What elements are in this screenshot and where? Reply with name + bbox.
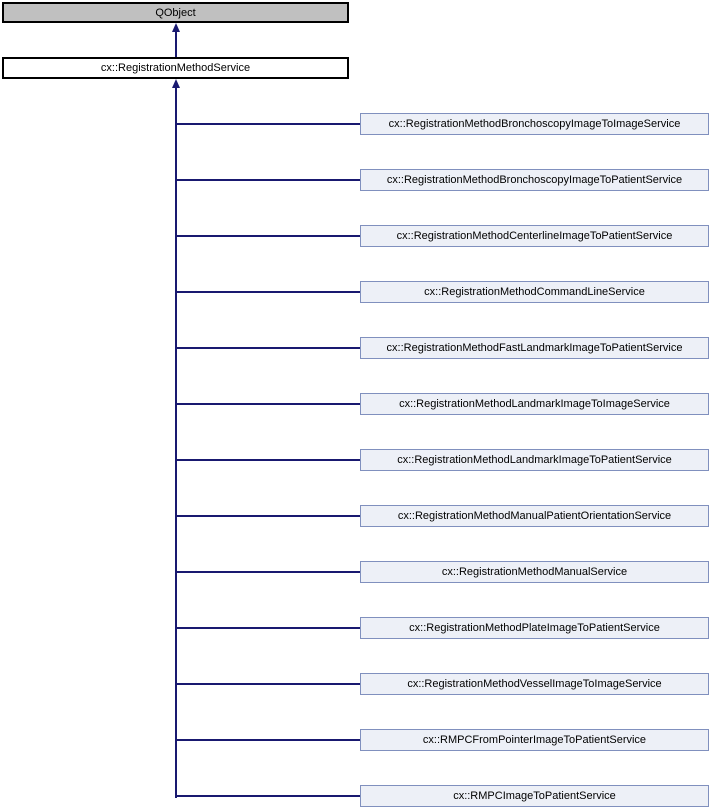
inheritance-edge-branch: [175, 347, 360, 349]
class-node[interactable]: cx::RMPCImageToPatientService: [360, 785, 709, 807]
class-node-label: cx::RegistrationMethodManualPatientOrien…: [397, 510, 672, 522]
class-node[interactable]: cx::RegistrationMethodCommandLineService: [360, 281, 709, 303]
inheritance-arrowhead: [172, 79, 180, 88]
class-node-label: cx::RegistrationMethodBronchoscopyImageT…: [386, 174, 683, 186]
class-node[interactable]: cx::RegistrationMethodLandmarkImageToIma…: [360, 393, 709, 415]
class-node-label: cx::RegistrationMethodManualService: [441, 566, 628, 578]
inheritance-edge-branch: [175, 403, 360, 405]
class-node[interactable]: cx::RegistrationMethodVesselImageToImage…: [360, 673, 709, 695]
class-node[interactable]: cx::RegistrationMethodLandmarkImageToPat…: [360, 449, 709, 471]
inheritance-edge-branch: [175, 571, 360, 573]
class-node-label: cx::RegistrationMethodLandmarkImageToPat…: [397, 454, 672, 466]
inheritance-edge-trunk: [175, 87, 177, 798]
class-node[interactable]: cx::RegistrationMethodFastLandmarkImageT…: [360, 337, 709, 359]
class-node[interactable]: cx::RMPCFromPointerImageToPatientService: [360, 729, 709, 751]
class-node[interactable]: cx::RegistrationMethodBronchoscopyImageT…: [360, 113, 709, 135]
inheritance-edge-branch: [175, 291, 360, 293]
inheritance-edge-branch: [175, 459, 360, 461]
inheritance-edge-branch: [175, 795, 360, 797]
class-node-label: cx::RegistrationMethodLandmarkImageToIma…: [399, 398, 670, 410]
class-node-label: cx::RegistrationMethodService: [100, 62, 251, 74]
class-node[interactable]: cx::RegistrationMethodPlateImageToPatien…: [360, 617, 709, 639]
inheritance-edge-branch: [175, 179, 360, 181]
class-node-label: cx::RegistrationMethodFastLandmarkImageT…: [386, 342, 683, 354]
class-node-qobject: QObject: [2, 2, 349, 23]
class-node-registration-method-service: cx::RegistrationMethodService: [2, 57, 349, 79]
class-node[interactable]: cx::RegistrationMethodBronchoscopyImageT…: [360, 169, 709, 191]
class-node-label: cx::RMPCFromPointerImageToPatientService: [422, 734, 647, 746]
class-node-label: cx::RegistrationMethodCommandLineService: [424, 286, 645, 298]
inheritance-edge-branch: [175, 123, 360, 125]
inheritance-edge-branch: [175, 235, 360, 237]
class-node[interactable]: cx::RegistrationMethodManualService: [360, 561, 709, 583]
inheritance-edge: [175, 31, 177, 57]
inheritance-edge-branch: [175, 739, 360, 741]
class-node-label: cx::RegistrationMethodCenterlineImageToP…: [396, 230, 673, 242]
class-node[interactable]: cx::RegistrationMethodCenterlineImageToP…: [360, 225, 709, 247]
class-node-label: cx::RegistrationMethodVesselImageToImage…: [407, 678, 662, 690]
inheritance-edge-branch: [175, 515, 360, 517]
class-node-label: QObject: [155, 6, 196, 19]
class-node-label: cx::RMPCImageToPatientService: [453, 790, 616, 802]
inheritance-edge-branch: [175, 627, 360, 629]
class-node[interactable]: cx::RegistrationMethodManualPatientOrien…: [360, 505, 709, 527]
inheritance-arrowhead: [172, 23, 180, 32]
class-node-label: cx::RegistrationMethodBronchoscopyImageT…: [388, 118, 681, 130]
class-node-label: cx::RegistrationMethodPlateImageToPatien…: [409, 622, 660, 634]
inheritance-edge-branch: [175, 683, 360, 685]
